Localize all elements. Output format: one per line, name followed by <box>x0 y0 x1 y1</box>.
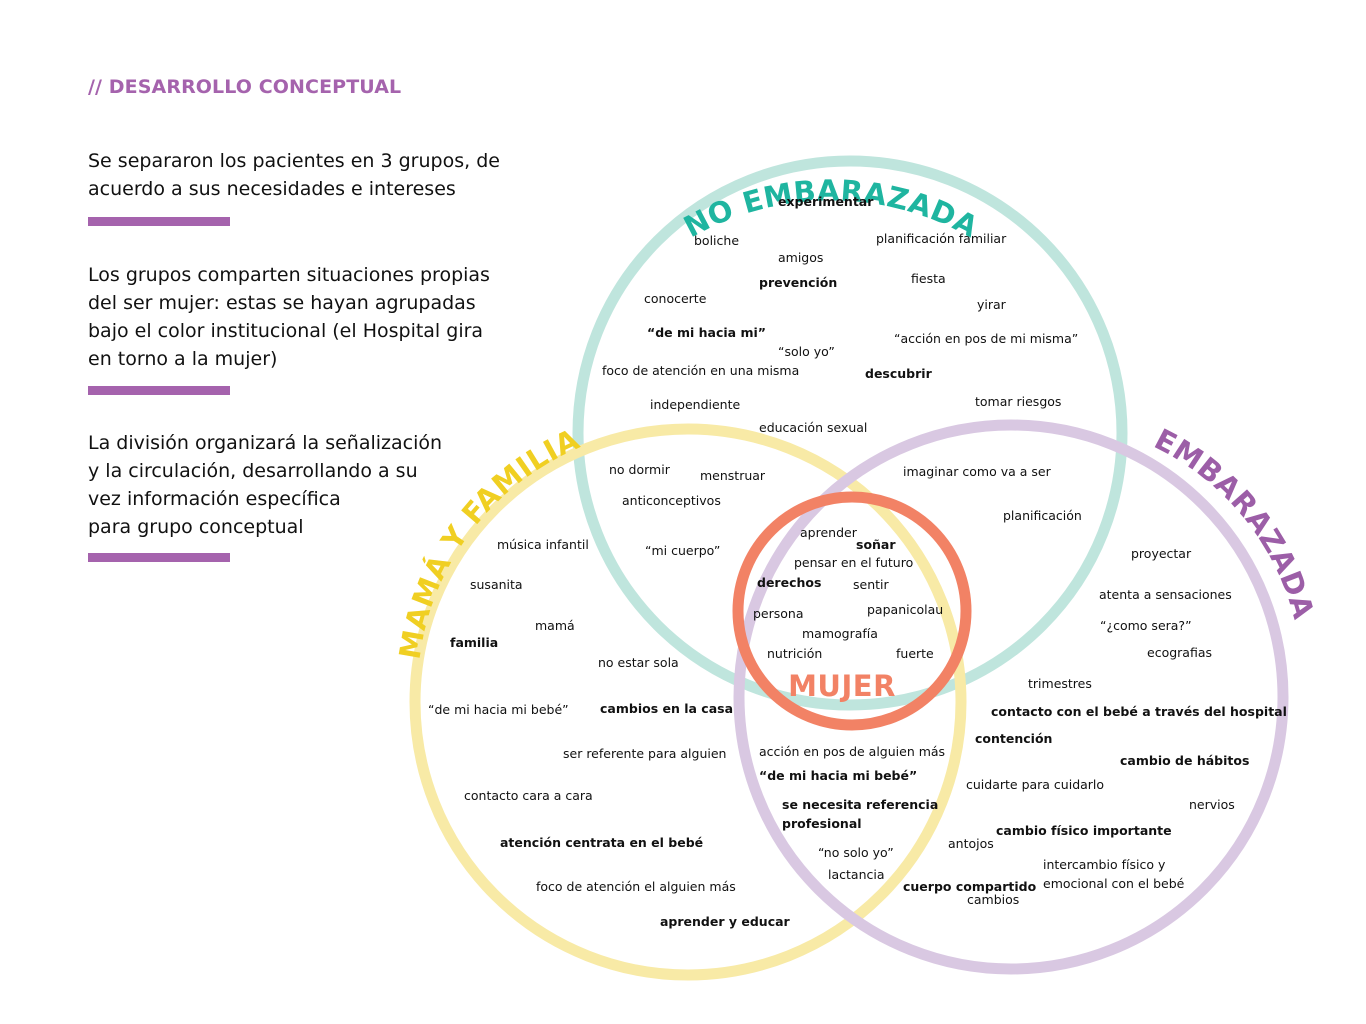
word: lactancia <box>828 867 885 882</box>
word: planificación familiar <box>876 231 1007 246</box>
word: intercambio físico y <box>1043 857 1166 872</box>
word: sentir <box>853 577 889 592</box>
word: foco de atención en una misma <box>602 363 799 378</box>
text-line: La división organizará la señalización <box>88 432 443 454</box>
word: música infantil <box>497 537 589 552</box>
word: nervios <box>1189 797 1235 812</box>
word: cambio de hábitos <box>1120 753 1249 768</box>
word: ser referente para alguien <box>563 746 726 761</box>
word: atenta a sensaciones <box>1099 587 1232 602</box>
word: anticonceptivos <box>622 493 721 508</box>
word: no dormir <box>609 462 671 477</box>
word: aprender y educar <box>660 914 791 929</box>
word: contacto con el bebé a través del hospit… <box>991 704 1287 719</box>
word: independiente <box>650 397 740 412</box>
word: boliche <box>694 233 739 248</box>
word: amigos <box>778 250 823 265</box>
word: mamá <box>535 618 575 633</box>
text-line: y la circulación, desarrollando a su <box>88 460 418 482</box>
word: nutrición <box>767 646 822 661</box>
text-line: vez información específica <box>88 488 341 510</box>
word: imaginar como va a ser <box>903 464 1052 479</box>
word: “de mi hacia mi bebé” <box>759 768 917 783</box>
word: acción en pos de alguien más <box>759 744 945 759</box>
word: emocional con el bebé <box>1043 876 1185 891</box>
text-line: acuerdo a sus necesidades e intereses <box>88 178 456 200</box>
word: “de mi hacia mi bebé” <box>428 702 569 717</box>
word: mamografía <box>802 626 878 641</box>
word: descubrir <box>865 366 933 381</box>
divider-bar <box>88 386 230 395</box>
ring-no-embarazada <box>572 155 1128 711</box>
word: derechos <box>757 575 821 590</box>
word: trimestres <box>1028 676 1092 691</box>
word: persona <box>753 606 804 621</box>
word: familia <box>450 635 498 650</box>
intro-paragraph-2: Los grupos comparten situaciones propias… <box>88 261 558 373</box>
divider-bar <box>88 553 230 562</box>
word: fuerte <box>896 646 934 661</box>
word: papanicolau <box>867 602 943 617</box>
word: cambio físico importante <box>996 823 1172 838</box>
word: soñar <box>856 537 896 552</box>
text-line: del ser mujer: estas se hayan agrupadas <box>88 292 476 314</box>
ring-mama-y-familia <box>409 423 967 981</box>
word: proyectar <box>1131 546 1192 561</box>
word: cambios en la casa <box>600 701 733 716</box>
text-line: en torno a la mujer) <box>88 348 278 370</box>
word: planificación <box>1003 508 1082 523</box>
word: “no solo yo” <box>818 845 894 860</box>
word: susanita <box>470 577 523 592</box>
word: fiesta <box>911 271 946 286</box>
ring-mujer <box>732 491 972 731</box>
section-title: // DESARROLLO CONCEPTUAL <box>88 76 402 98</box>
word: aprender <box>800 525 858 540</box>
text-line: Los grupos comparten situaciones propias <box>88 264 490 286</box>
group-label-mujer: MUJER <box>788 669 896 703</box>
word: cuidarte para cuidarlo <box>966 777 1104 792</box>
text-line: bajo el color institucional (el Hospital… <box>88 320 484 342</box>
divider-bar <box>88 217 230 226</box>
word: “¿como sera?” <box>1100 618 1192 633</box>
word: cambios <box>967 892 1019 907</box>
ring-embarazada <box>733 419 1289 975</box>
text-line: Se separaron los pacientes en 3 grupos, … <box>88 150 500 172</box>
word: prevención <box>759 275 837 290</box>
word: menstruar <box>700 468 766 483</box>
word: “de mi hacia mi” <box>647 325 766 340</box>
word: cuerpo compartido <box>903 879 1037 894</box>
word: pensar en el futuro <box>794 555 913 570</box>
word: “acción en pos de mi misma” <box>894 331 1078 346</box>
intro-paragraph-1: Se separaron los pacientes en 3 grupos, … <box>88 147 558 203</box>
word: contención <box>975 731 1052 746</box>
intro-paragraph-3: La división organizará la señalización y… <box>88 429 558 541</box>
word: tomar riesgos <box>975 394 1061 409</box>
word: educación sexual <box>759 420 867 435</box>
word: ecografias <box>1147 645 1212 660</box>
word: “solo yo” <box>778 344 835 359</box>
word: no estar sola <box>598 655 679 670</box>
word: contacto cara a cara <box>464 788 593 803</box>
word: experimentar <box>778 194 874 209</box>
word: profesional <box>782 816 862 831</box>
word: atención centrata en el bebé <box>500 835 703 850</box>
word: antojos <box>948 836 994 851</box>
word: yirar <box>977 297 1007 312</box>
word: foco de atención el alguien más <box>536 879 736 894</box>
word: conocerte <box>644 291 707 306</box>
text-line: para grupo conceptual <box>88 516 304 538</box>
word: se necesita referencia <box>782 797 938 812</box>
word: “mi cuerpo” <box>645 543 720 558</box>
